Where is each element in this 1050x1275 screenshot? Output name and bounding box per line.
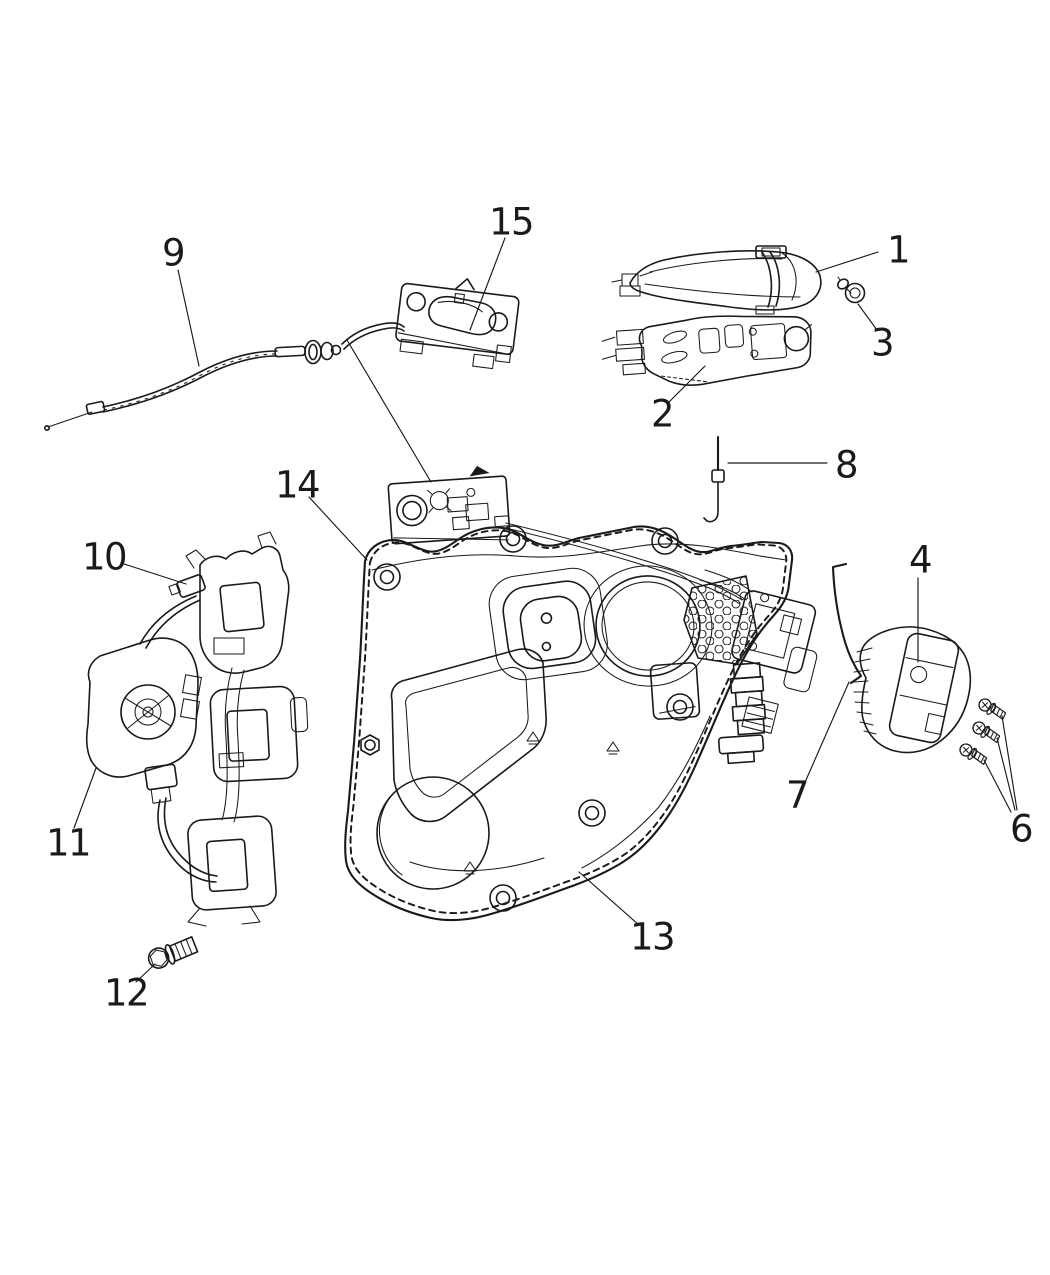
door-module-panel [344,522,818,926]
callout-7: 7 [785,773,810,817]
callout-14: 14 [274,463,321,507]
callout-6: 6 [1009,807,1034,851]
callout-2: 2 [650,392,675,436]
handle-carrier-bracket [601,315,812,404]
callout-12: 12 [103,971,150,1015]
callout-3: 3 [870,321,895,365]
regulator-cable-connector [168,574,206,598]
panel-bolt-holes [360,525,694,912]
callout-4: 4 [908,538,933,582]
leader-lines [177,237,506,561]
panel-latch-assembly [699,569,818,765]
handle-screw [837,276,878,331]
callout-10: 10 [81,535,128,579]
callout-9: 9 [161,231,186,275]
lock-rod [703,435,828,523]
regulator-motor [85,637,202,804]
window-regulator [73,531,309,927]
callout-13: 13 [629,915,676,959]
latch-screws [956,696,1018,813]
handle-mount-bracket [387,465,511,545]
inside-door-handle [395,278,520,370]
callout-15: 15 [488,200,535,244]
callout-1: 1 [886,228,911,272]
callout-11: 11 [45,821,92,865]
door-latch [853,577,972,754]
callout-8: 8 [834,443,859,487]
latch-link-rod [805,562,863,781]
exterior-door-handle [611,245,879,315]
release-cable [43,322,432,483]
mounting-bolt [147,936,199,969]
